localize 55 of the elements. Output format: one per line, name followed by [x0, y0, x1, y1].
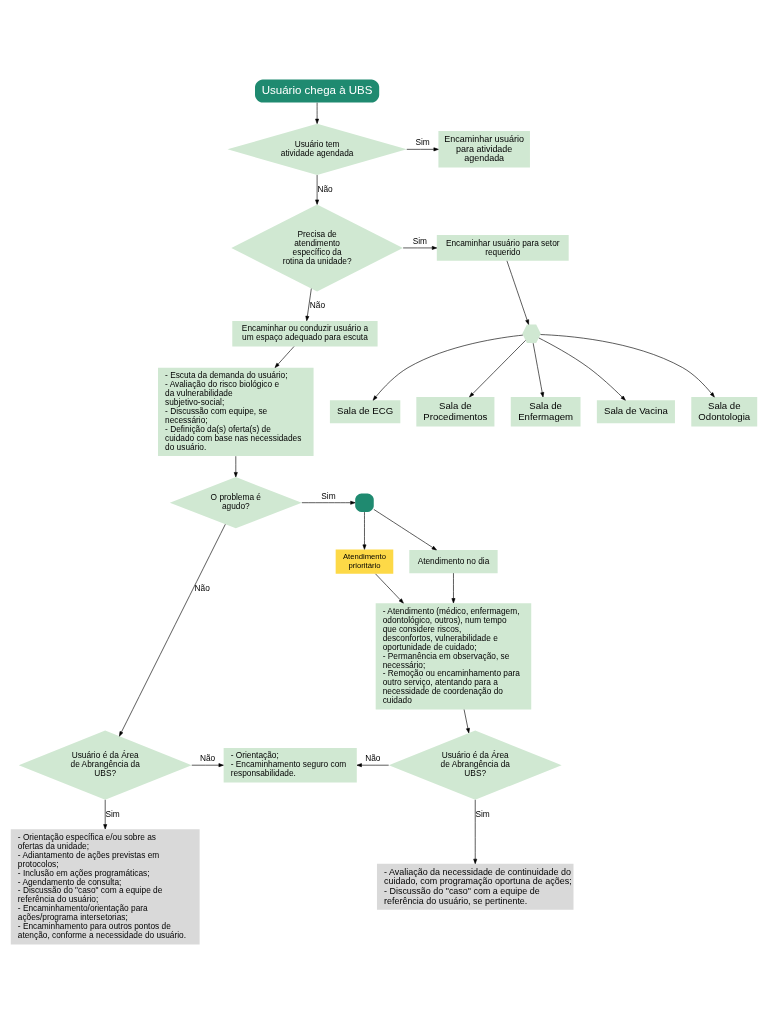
node-box: - Avaliação da necessidade de continuidade do cuidado, com programação oportuna de ações; - Discussão do "caso" com a equipe de referência do usuário, se pertinente.	[376, 863, 574, 910]
node-diamond: Precisa de atendimento específico da rotina da unidade?	[231, 204, 403, 292]
node-box: Sala de Enfermagem	[510, 397, 581, 427]
arrow	[362, 511, 367, 550]
arrow	[406, 147, 439, 152]
node-diamond: Usuário tem atividade agendada	[227, 123, 407, 175]
edge-label: Não	[365, 752, 381, 763]
arrow	[372, 334, 524, 401]
edge-label: Não	[194, 582, 210, 593]
edge-label: Não	[317, 183, 333, 194]
arrow	[103, 799, 108, 830]
node-box: Sala de Procedimentos	[416, 397, 495, 427]
node-box: Sala de Odontologia	[691, 397, 758, 427]
arrow	[301, 500, 356, 505]
arrow	[233, 455, 238, 478]
node-gate	[355, 493, 374, 512]
node-diamond: O problema é agudo?	[169, 477, 302, 529]
node-diamond: Usuário é da Área de Abrangência da UBS?	[388, 730, 562, 800]
edge-label: Não	[200, 752, 216, 763]
arrow	[540, 334, 715, 398]
edge-label: Sim	[412, 235, 428, 246]
node-box: Encaminhar usuário para atividade agendada	[438, 131, 530, 168]
node-box: Usuário chega à UBS	[255, 79, 380, 103]
node-box: - Atendimento (médico, enfermagem, odontológico, outros), num tempo que considere riscos, desconfortos, vulnerabilidade e oportunidade de cuidado; - Permanência em observação, se necessário; - Remoção ou encaminhamento para outro serviço, atentando para a necessidade de coordenação do cuidado	[375, 603, 532, 710]
node-box: - Orientação específica e/ou sobre as ofertas da unidade; - Adiantamento de ações previstas em protocolos; - Inclusão em ações programáticas; - Agendamento de consulta; - Discussão do "caso" com a equipe de referência do usuário; - Encaminhamento/orientação para ações/programa intersetorias; - Encaminhamento para outros pontos de atenção, conforme a necessidade do usuário.	[10, 829, 200, 945]
arrow	[538, 337, 626, 401]
edge-label: Não	[309, 300, 326, 311]
node-box: Encaminhar usuário para setor requerido	[436, 235, 569, 261]
node-hexagon	[522, 324, 541, 343]
edge-label: Sim	[321, 490, 336, 501]
arrow	[506, 260, 529, 325]
node-box: - Orientação; - Encaminhamento seguro com responsabilidade.	[223, 747, 357, 783]
edge-label: Sim	[415, 137, 430, 148]
node-box: Sala de ECG	[329, 400, 401, 424]
arrow	[402, 246, 438, 250]
arrow	[373, 509, 437, 551]
arrow	[451, 572, 456, 604]
arrow	[315, 174, 319, 205]
arrow	[375, 573, 404, 604]
edge-label: Sim	[475, 808, 490, 819]
arrow	[305, 288, 312, 322]
node-box: - Escuta da demanda do usuário; - Avaliação do risco biológico e da vulnerabilidade subjetivo-social; - Discussão com equipe, se necessário; - Definição da(s) oferta(s) de cuidado com base nas necessidades do usuário.	[158, 367, 314, 456]
edge-label: Sim	[105, 808, 120, 819]
arrow	[473, 799, 478, 864]
node-box: Encaminhar ou conduzir usuário a um espaço adequado para escuta	[232, 320, 378, 347]
arrow	[469, 340, 526, 398]
arrow	[191, 763, 224, 768]
node-box: Sala de Vacina	[596, 400, 675, 424]
arrow	[463, 709, 470, 734]
arrow	[315, 102, 319, 124]
arrow	[532, 342, 545, 398]
arrow	[274, 346, 295, 368]
arrow	[119, 523, 226, 737]
arrow	[356, 763, 390, 768]
node-box: Atendimento no dia	[409, 550, 498, 574]
